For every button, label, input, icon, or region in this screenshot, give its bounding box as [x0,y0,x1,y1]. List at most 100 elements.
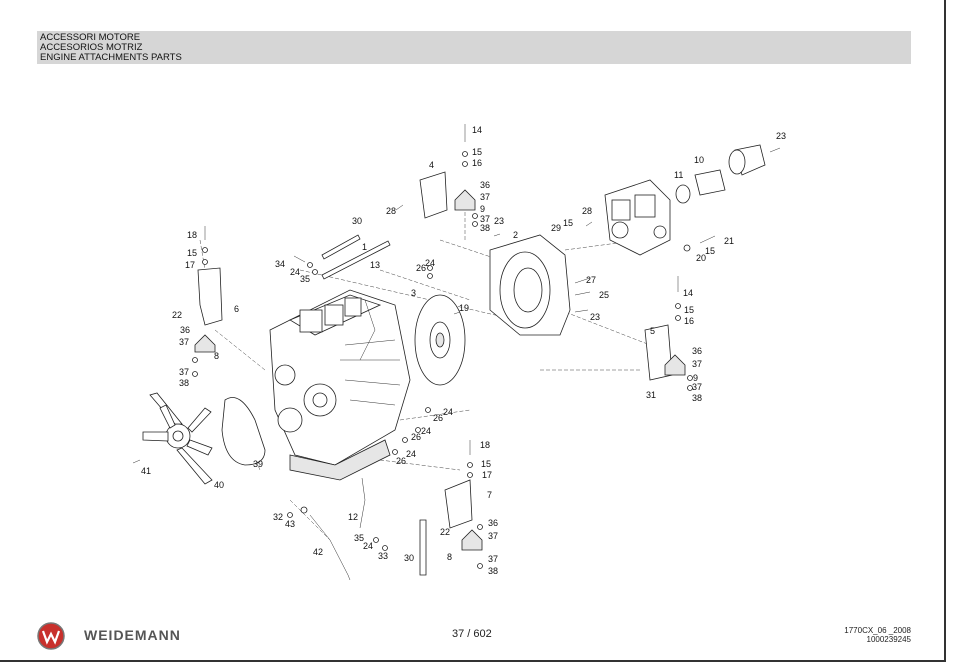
callout-5: 5 [650,326,655,336]
callout-26c: 26 [411,432,421,442]
weidemann-logo [37,622,65,650]
callout-31: 31 [646,390,656,400]
callout-27: 27 [586,275,596,285]
callout-15c: 15 [563,218,573,228]
callout-37c: 37 [179,337,189,347]
callout-37e: 37 [692,359,702,369]
drive-disc [414,294,466,386]
v-belt [221,397,266,466]
callout-24f: 24 [363,541,373,551]
callout-23a: 23 [776,131,786,141]
hydraulic-pump [604,144,766,256]
callout-23b: 23 [494,216,504,226]
callout-30b: 30 [404,553,414,563]
callout-37a: 37 [480,192,490,202]
callout-37b: 37 [480,214,490,224]
doc-code: 1770CX_06 _2008 [844,626,911,635]
callout-6: 6 [234,304,239,314]
callout-15b: 15 [187,248,197,258]
callout-20: 20 [696,253,706,263]
callout-30a: 30 [352,216,362,226]
callout-24b: 24 [425,258,435,268]
callout-39: 39 [253,459,263,469]
callout-38c: 38 [692,393,702,403]
callout-1: 1 [362,242,367,252]
callout-43: 43 [285,519,295,529]
callout-38d: 38 [488,566,498,576]
document-reference: 1770CX_06 _2008 1000239245 [844,626,911,644]
callout-9a: 9 [480,204,485,214]
callout-18b: 18 [480,440,490,450]
callout-37h: 37 [488,554,498,564]
callout-40: 40 [214,480,224,490]
rods-and-pipes [309,234,427,581]
callout-15a: 15 [472,147,482,157]
bell-housing [489,234,571,336]
callout-14a: 14 [472,125,482,135]
callout-11: 11 [674,170,683,180]
rubber-mounts [194,189,686,551]
callout-28a: 28 [386,206,396,216]
callout-22a: 22 [172,310,182,320]
callout-29: 29 [551,223,561,233]
callout-26d: 26 [396,456,406,466]
callout-4: 4 [429,160,434,170]
callout-15f: 15 [481,459,491,469]
brand-name: WEIDEMANN [84,627,181,643]
callout-36c: 36 [692,346,702,356]
callout-36a: 36 [480,180,490,190]
callout-2: 2 [513,230,518,240]
callout-7: 7 [487,490,492,500]
callout-23c: 23 [590,312,600,322]
doc-number: 1000239245 [866,635,912,644]
callout-19: 19 [459,303,469,313]
callout-34: 34 [275,259,285,269]
callout-37f: 37 [692,382,702,392]
callout-22b: 22 [440,527,450,537]
fasteners [132,124,781,569]
callout-14b: 14 [683,288,693,298]
callout-16b: 16 [684,316,694,326]
callout-12: 12 [348,512,358,522]
callout-24c: 24 [443,407,453,417]
callout-13: 13 [370,260,380,270]
callout-38b: 38 [179,378,189,388]
callout-3: 3 [411,288,416,298]
weidemann-logo-icon [37,622,65,650]
callout-33: 33 [378,551,388,561]
callout-42: 42 [313,547,323,557]
engine-block [269,289,411,481]
callout-36d: 36 [488,518,498,528]
callout-36b: 36 [180,325,190,335]
callout-9b: 9 [693,373,698,383]
callout-18a: 18 [187,230,197,240]
callout-8a: 8 [214,351,219,361]
header-title-es: ACCESORIOS MOTRIZ [40,42,143,53]
page-number: 37 / 602 [452,628,492,640]
callout-25: 25 [599,290,609,300]
callout-26a: 26 [416,263,426,273]
callout-17a: 17 [185,260,195,270]
callout-labels: 1 2 3 4 5 6 7 8 8 9 9 10 11 12 13 14 14 … [141,125,786,576]
callout-24e: 24 [406,449,416,459]
callout-37g: 37 [488,531,498,541]
callout-35a: 35 [300,274,310,284]
header-title-en: ENGINE ATTACHMENTS PARTS [40,52,182,63]
callout-10: 10 [694,155,704,165]
fan [142,392,213,485]
mount-brackets [197,171,673,529]
callout-38a: 38 [480,223,490,233]
callout-26b: 26 [433,413,443,423]
callout-35b: 35 [354,533,364,543]
callout-16a: 16 [472,158,482,168]
callout-8b: 8 [447,552,452,562]
callout-37d: 37 [179,367,189,377]
callout-17b: 17 [482,470,492,480]
callout-15d: 15 [705,246,715,256]
callout-28b: 28 [582,206,592,216]
header-title-it: ACCESSORI MOTORE [40,32,141,43]
callout-24a: 24 [290,267,300,277]
callout-32: 32 [273,512,283,522]
